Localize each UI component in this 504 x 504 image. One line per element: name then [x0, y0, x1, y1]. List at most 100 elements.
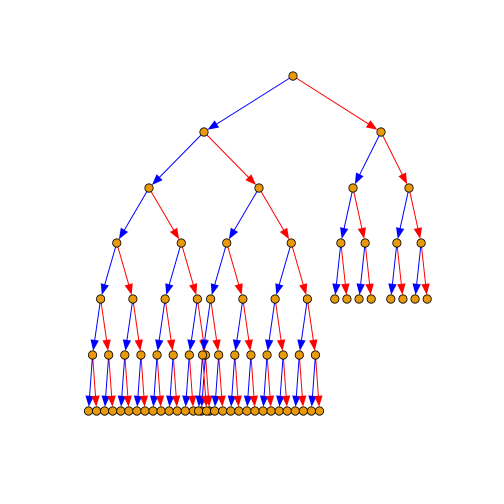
arrowhead [200, 339, 209, 351]
arrowhead [166, 339, 176, 351]
arrowhead [188, 395, 197, 407]
tree-edge [88, 359, 93, 403]
tree-edge [166, 246, 181, 292]
arrowhead [276, 339, 286, 351]
tree-edge [391, 247, 397, 291]
tree-edge [185, 359, 190, 403]
tree-node [91, 406, 102, 416]
tree-edge [136, 359, 142, 403]
tree-edge [172, 359, 178, 403]
arrowhead [275, 283, 284, 295]
arrowhead [133, 395, 143, 407]
tree-node [132, 406, 142, 416]
arrowhead [195, 395, 204, 407]
arrowhead [207, 120, 220, 130]
tree-edge [250, 359, 255, 403]
tree-node [336, 238, 346, 248]
tree-edge [125, 303, 133, 347]
arrowhead [227, 395, 237, 407]
tree-node [124, 406, 134, 416]
tree-node [410, 294, 420, 304]
tree-edge [189, 359, 194, 403]
tree-node [330, 294, 340, 304]
edges [85, 77, 430, 407]
arrowhead [210, 283, 219, 295]
tree-edge [203, 303, 211, 347]
tree-node [274, 406, 284, 416]
tree-node [290, 406, 300, 416]
tree-edge [307, 303, 315, 347]
arrowhead [279, 227, 290, 240]
tree-node [210, 406, 220, 416]
tree-edge [169, 359, 174, 403]
arrowhead [102, 339, 111, 351]
tree-edge [279, 359, 284, 403]
tree-edge [409, 191, 420, 236]
arrowhead [340, 227, 349, 239]
tree-node [230, 350, 240, 360]
tree-edge [92, 359, 97, 403]
arrowhead [396, 227, 405, 239]
tree-node [262, 350, 272, 360]
tree-edge [275, 303, 283, 347]
arrowhead [265, 395, 275, 407]
arrowhead [398, 172, 408, 185]
arrowhead [189, 283, 198, 295]
tree-edge [234, 359, 239, 403]
tree-edge [189, 303, 198, 347]
tree-edge [340, 247, 347, 291]
tree-node [288, 71, 298, 81]
tree-edge [93, 303, 101, 347]
tree-node [286, 238, 296, 248]
tree-node [386, 294, 396, 304]
arrowhead [217, 395, 226, 407]
arrowhead [90, 339, 99, 351]
arrowhead [151, 174, 163, 186]
arrowhead [100, 283, 109, 295]
tree-node [160, 294, 170, 304]
tree-node [128, 294, 138, 304]
arrowhead [166, 395, 175, 407]
tree-node [416, 238, 426, 248]
tree-node [164, 406, 174, 416]
tree-edge [212, 246, 227, 292]
arrowhead [357, 227, 366, 239]
arrowhead [249, 395, 259, 407]
arrowhead [413, 227, 422, 239]
tree-edge [356, 135, 380, 181]
tree-node [398, 294, 408, 304]
tree-node [100, 406, 110, 416]
tree-edge [198, 359, 203, 403]
tree-node [348, 183, 358, 193]
tree-edge [296, 77, 375, 129]
tree-node [404, 183, 414, 193]
tree-node [238, 294, 248, 304]
arrowhead [276, 395, 285, 407]
arrowhead [341, 283, 350, 295]
tree-edge [246, 359, 252, 403]
arrowhead [211, 395, 220, 407]
tree-edge [311, 359, 316, 403]
arrowhead [149, 395, 159, 407]
tree-node [176, 238, 186, 248]
arrowhead [292, 395, 301, 407]
tree-edge [382, 135, 406, 181]
tree-node [392, 238, 402, 248]
arrowhead [182, 395, 191, 407]
tree-node [193, 406, 204, 416]
tree-edge [165, 303, 173, 347]
tree-edge [267, 303, 276, 347]
tree-node [112, 238, 122, 248]
tree-edge [102, 246, 117, 292]
arrowhead [122, 339, 132, 351]
tree-node [278, 350, 288, 360]
tree-node [192, 294, 202, 304]
tree-node [108, 406, 118, 416]
tree-edge [108, 359, 113, 403]
tree-edge [157, 303, 166, 347]
tree-edge [260, 191, 288, 237]
tree-node [116, 406, 126, 416]
tree-edge [153, 359, 158, 403]
tree-edge [214, 359, 219, 403]
